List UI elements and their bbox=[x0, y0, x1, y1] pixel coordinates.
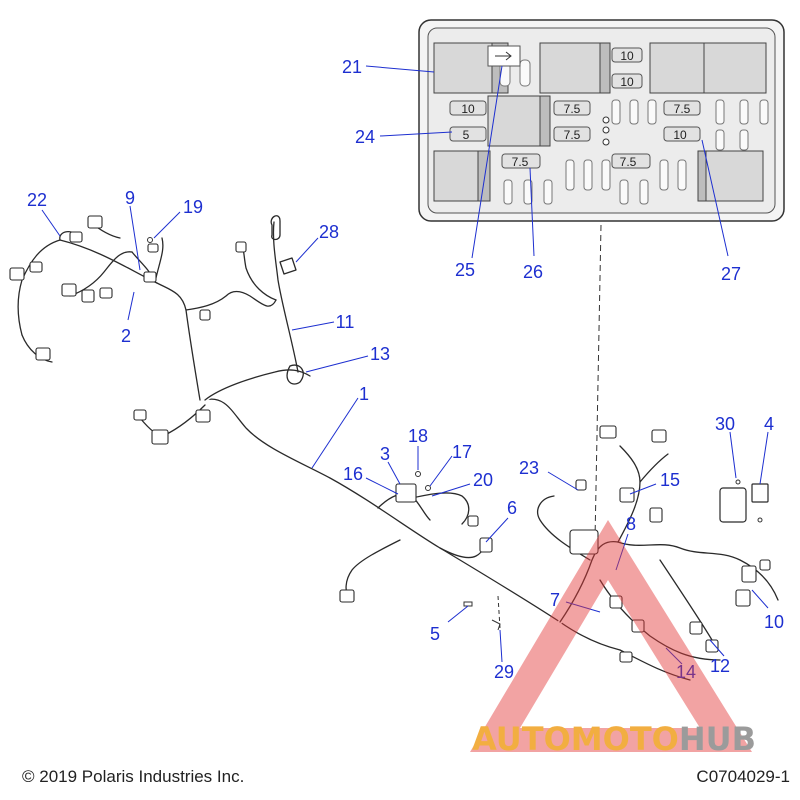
lower-left-connectors bbox=[133, 409, 211, 445]
fuse-rating-f2: 10 bbox=[620, 75, 634, 89]
callout-19: 19 bbox=[183, 197, 203, 217]
part-18-icon bbox=[415, 471, 421, 477]
callout-8: 8 bbox=[626, 514, 636, 534]
part-17-icon bbox=[425, 485, 431, 491]
fuse-slots bbox=[499, 59, 769, 205]
callout-23: 23 bbox=[519, 458, 539, 478]
callout-24: 24 bbox=[355, 127, 375, 147]
callout-17: 17 bbox=[452, 442, 472, 462]
callout-1: 1 bbox=[359, 384, 369, 404]
watermark-text-part1: AUTOMOTO bbox=[472, 720, 679, 758]
watermark-text-part2: HUB bbox=[679, 720, 756, 758]
fuse-rating-f3: 10 bbox=[461, 102, 475, 116]
part-5-icon bbox=[463, 601, 473, 607]
callout-26: 26 bbox=[523, 262, 543, 282]
fuse-rating-f4: 7.5 bbox=[564, 102, 581, 116]
part-29-icon bbox=[491, 619, 501, 631]
relay-item-4 bbox=[751, 483, 769, 503]
screw-icon bbox=[735, 479, 741, 485]
arrow-symbol-icon bbox=[495, 51, 512, 61]
clip-reference-line bbox=[497, 595, 501, 629]
fuse-rating-f9: 7.5 bbox=[512, 155, 529, 169]
relay-item-30 bbox=[719, 487, 747, 523]
leader-lines bbox=[41, 65, 769, 665]
callout-3: 3 bbox=[380, 444, 390, 464]
fuse-rating-f10: 7.5 bbox=[620, 155, 637, 169]
screw-icon-2 bbox=[757, 517, 763, 523]
callout-18: 18 bbox=[408, 426, 428, 446]
svg-text:AUTOMOTOHUB: AUTOMOTOHUB bbox=[472, 720, 756, 758]
fuse-rating-f8: 10 bbox=[673, 128, 687, 142]
right-connectors bbox=[569, 425, 771, 663]
left-connectors bbox=[9, 215, 247, 361]
callout-13: 13 bbox=[370, 344, 390, 364]
callout-14: 14 bbox=[676, 662, 696, 682]
callout-27: 27 bbox=[721, 264, 741, 284]
drawing-number: C0704029-1 bbox=[696, 767, 790, 786]
callout-22: 22 bbox=[27, 190, 47, 210]
callout-7: 7 bbox=[550, 590, 560, 610]
fuse-rating-f5: 7.5 bbox=[674, 102, 691, 116]
callout-25: 25 bbox=[455, 260, 475, 280]
connector-dots bbox=[602, 116, 610, 146]
center-connectors bbox=[339, 483, 493, 603]
callout-15: 15 bbox=[660, 470, 680, 490]
callout-5: 5 bbox=[430, 624, 440, 644]
callout-16: 16 bbox=[343, 464, 363, 484]
blade-fuses bbox=[449, 47, 701, 169]
callout-30: 30 bbox=[715, 414, 735, 434]
callout-29: 29 bbox=[494, 662, 514, 682]
callout-12: 12 bbox=[710, 656, 730, 676]
detail-reference-line bbox=[594, 224, 602, 541]
callout-21: 21 bbox=[342, 57, 362, 77]
callout-2: 2 bbox=[121, 326, 131, 346]
watermark: AUTOMOTOHUB bbox=[470, 520, 756, 758]
watermark-triangle-icon bbox=[470, 520, 752, 752]
fuse-rating-f7: 7.5 bbox=[564, 128, 581, 142]
copyright-text: © 2019 Polaris Industries Inc. bbox=[22, 767, 244, 786]
part-19-icon bbox=[147, 237, 153, 243]
callout-6: 6 bbox=[507, 498, 517, 518]
callout-20: 20 bbox=[473, 470, 493, 490]
wiring-harness bbox=[9, 215, 779, 681]
callout-11: 11 bbox=[336, 312, 355, 332]
callout-4: 4 bbox=[764, 414, 774, 434]
callout-numbers: 1 2 3 4 5 6 7 8 9 10 11 12 13 14 15 16 1… bbox=[27, 57, 784, 682]
fuse-box-detail: 10 10 10 7.5 7.5 5 7.5 10 7.5 7.5 bbox=[418, 19, 785, 222]
callout-28: 28 bbox=[319, 222, 339, 242]
callout-9: 9 bbox=[125, 188, 135, 208]
callout-10: 10 bbox=[764, 612, 784, 632]
fuse-rating-f6: 5 bbox=[463, 128, 470, 142]
fuse-rating-f1: 10 bbox=[620, 49, 634, 63]
